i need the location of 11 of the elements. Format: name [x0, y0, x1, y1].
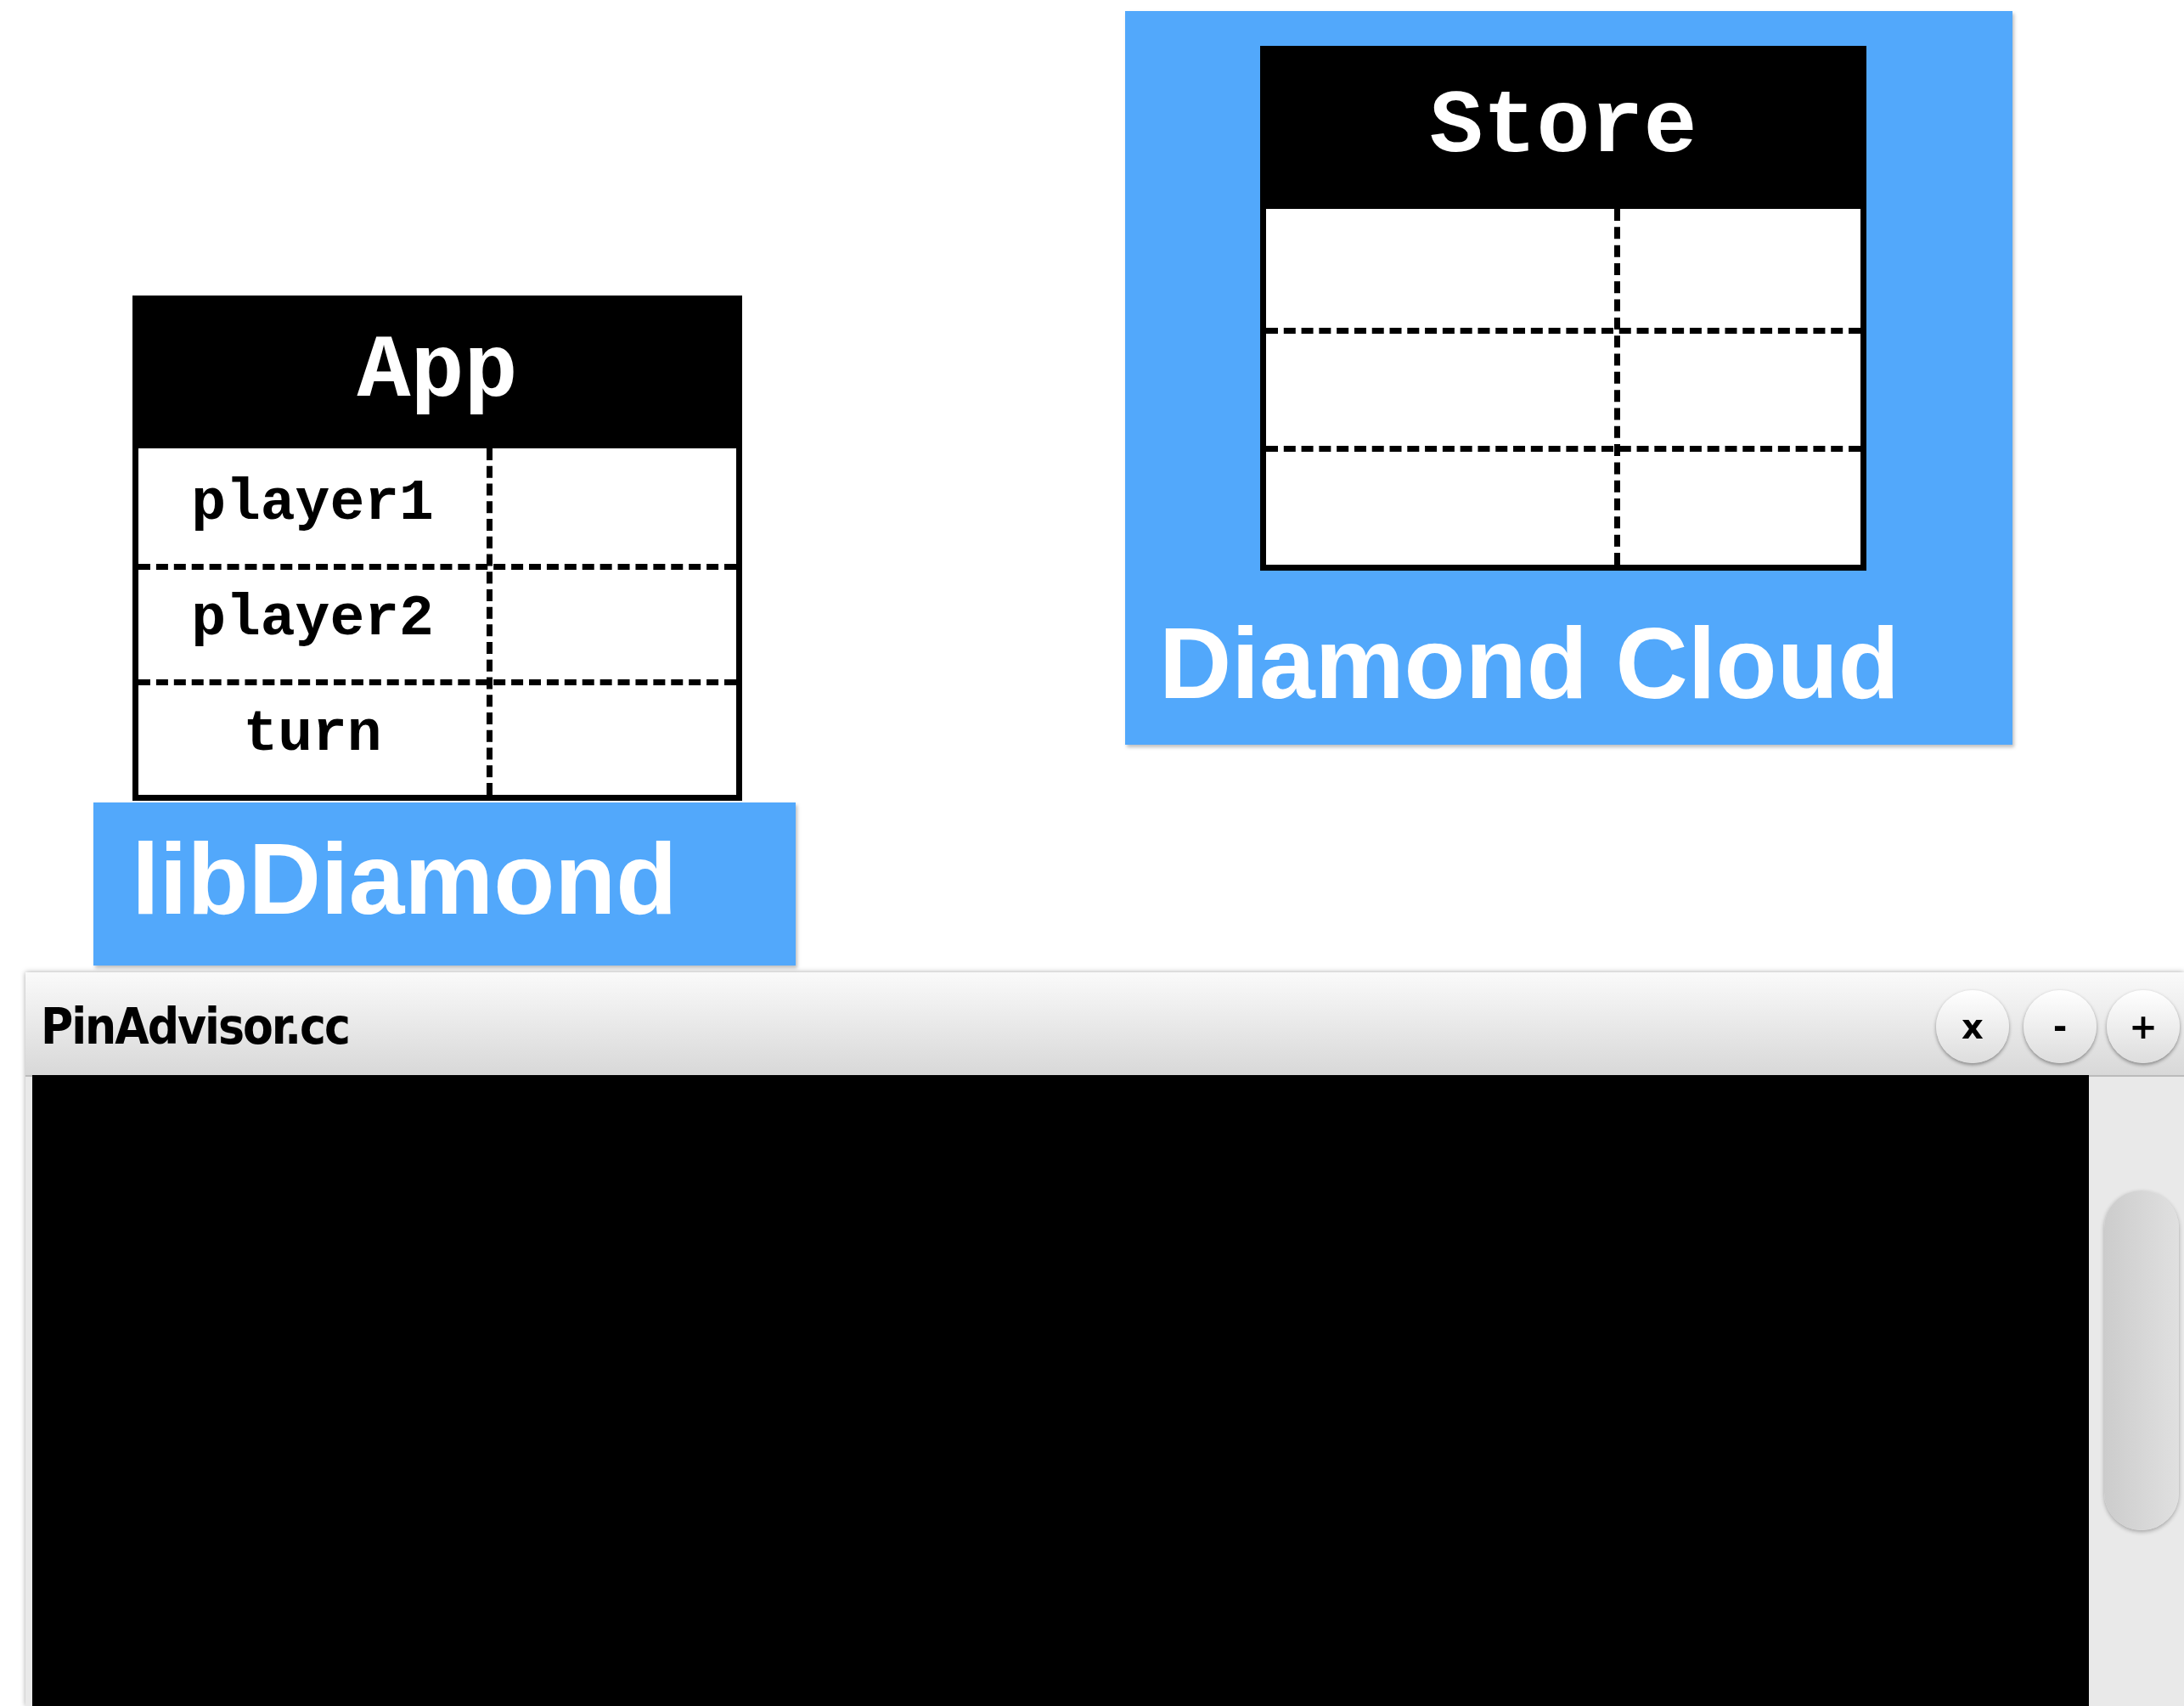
window-title: PinAdvisor.cc: [41, 998, 349, 1056]
panel-title: libDiamond: [132, 822, 678, 937]
cloud-panel: [1125, 11, 2012, 745]
store-table: [1260, 46, 1866, 571]
field-name: player2: [190, 586, 435, 651]
field-name: turn: [242, 701, 383, 767]
panel-title: Diamond Cloud: [1159, 606, 1900, 721]
field-name: player1: [190, 470, 435, 536]
app-table: [132, 296, 742, 801]
app-window: [25, 972, 2184, 1706]
library-label-box: [93, 802, 796, 966]
